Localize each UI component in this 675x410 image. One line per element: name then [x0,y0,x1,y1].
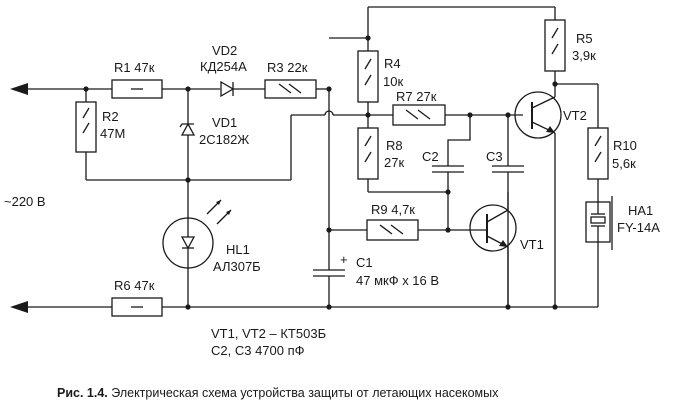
r8-value: 27к [384,155,404,170]
r9-label: R9 4,7к [371,202,415,217]
supply-voltage-label: ~220 В [4,194,46,209]
r3-label: R3 22к [267,60,308,75]
vt2-ref: VT2 [563,108,587,123]
vd2-ref: VD2 [212,43,237,58]
buzzer-ha1: HA1 FY-14A [585,196,660,307]
led-hl1: HL1 АЛ307Б [162,180,261,307]
r10-value: 5,6к [612,156,636,171]
r7-label: R7 27к [396,89,437,104]
c3-ref: C3 [486,149,503,164]
ha1-value: FY-14A [617,220,660,235]
transistor-vt2: VT2 [514,84,587,307]
resistor-r10: R10 5,6к [555,83,637,202]
resistor-r3: R3 22к [264,60,317,99]
resistor-r5: R5 3,9к [544,7,596,84]
junction [445,227,451,233]
note-capacitors: С2, С3 4700 пФ [211,343,305,358]
capacitor-c2: C2 [422,115,471,230]
c1-ref: C1 [356,255,373,270]
r5-ref: R5 [576,31,593,46]
zener-diode-vd1: VD1 2С182Ж [179,89,249,180]
resistor-r4: R4 10к [357,50,403,103]
c2-ref: C2 [422,149,439,164]
note-transistors: VT1, VT2 – КТ503Б [211,326,326,341]
r10-ref: R10 [613,138,637,153]
r4-value: 10к [383,74,403,89]
vd2-value: КД254А [200,59,247,74]
vt1-ref: VT1 [520,237,544,252]
resistor-r7: R7 27к [368,89,446,126]
caption-text: Электрическая схема устройства защиты от… [108,386,499,400]
figure-caption: Рис. 1.4. Электрическая схема устройства… [57,386,499,400]
r1-label: R1 47к [114,60,155,75]
input-terminal-top [10,83,112,95]
arrow-left-icon [10,301,28,313]
r8-ref: R8 [386,138,403,153]
resistor-r8: R8 27к [357,127,404,180]
r2-ref: R2 [102,109,119,124]
r6-label: R6 47к [114,278,155,293]
resistor-r1: R1 47к [111,60,163,99]
arrow-left-icon [10,83,28,95]
capacitor-c1: + C1 47 мкФ х 16 В [313,252,439,288]
vd1-ref: VD1 [212,115,237,130]
c1-plus-sign: + [340,252,348,267]
hl1-value: АЛ307Б [213,259,261,274]
resistor-r9: R9 4,7к [329,202,487,241]
hl1-ref: HL1 [226,242,250,257]
r5-value: 3,9к [572,48,596,63]
r2-value: 47М [100,126,125,141]
junction [185,304,191,310]
diode-vd2: VD2 КД254А [200,43,247,98]
r4-ref: R4 [384,56,401,71]
ha1-ref: HA1 [628,203,653,218]
caption-prefix: Рис. 1.4. [57,386,108,400]
c1-value: 47 мкФ х 16 В [356,273,439,288]
resistor-r2: R2 47М [75,89,125,180]
vd1-value: 2С182Ж [199,132,249,147]
transistor-vt1: VT1 [469,192,544,307]
input-terminal-bottom [10,301,112,313]
resistor-r6: R6 47к [111,278,163,317]
